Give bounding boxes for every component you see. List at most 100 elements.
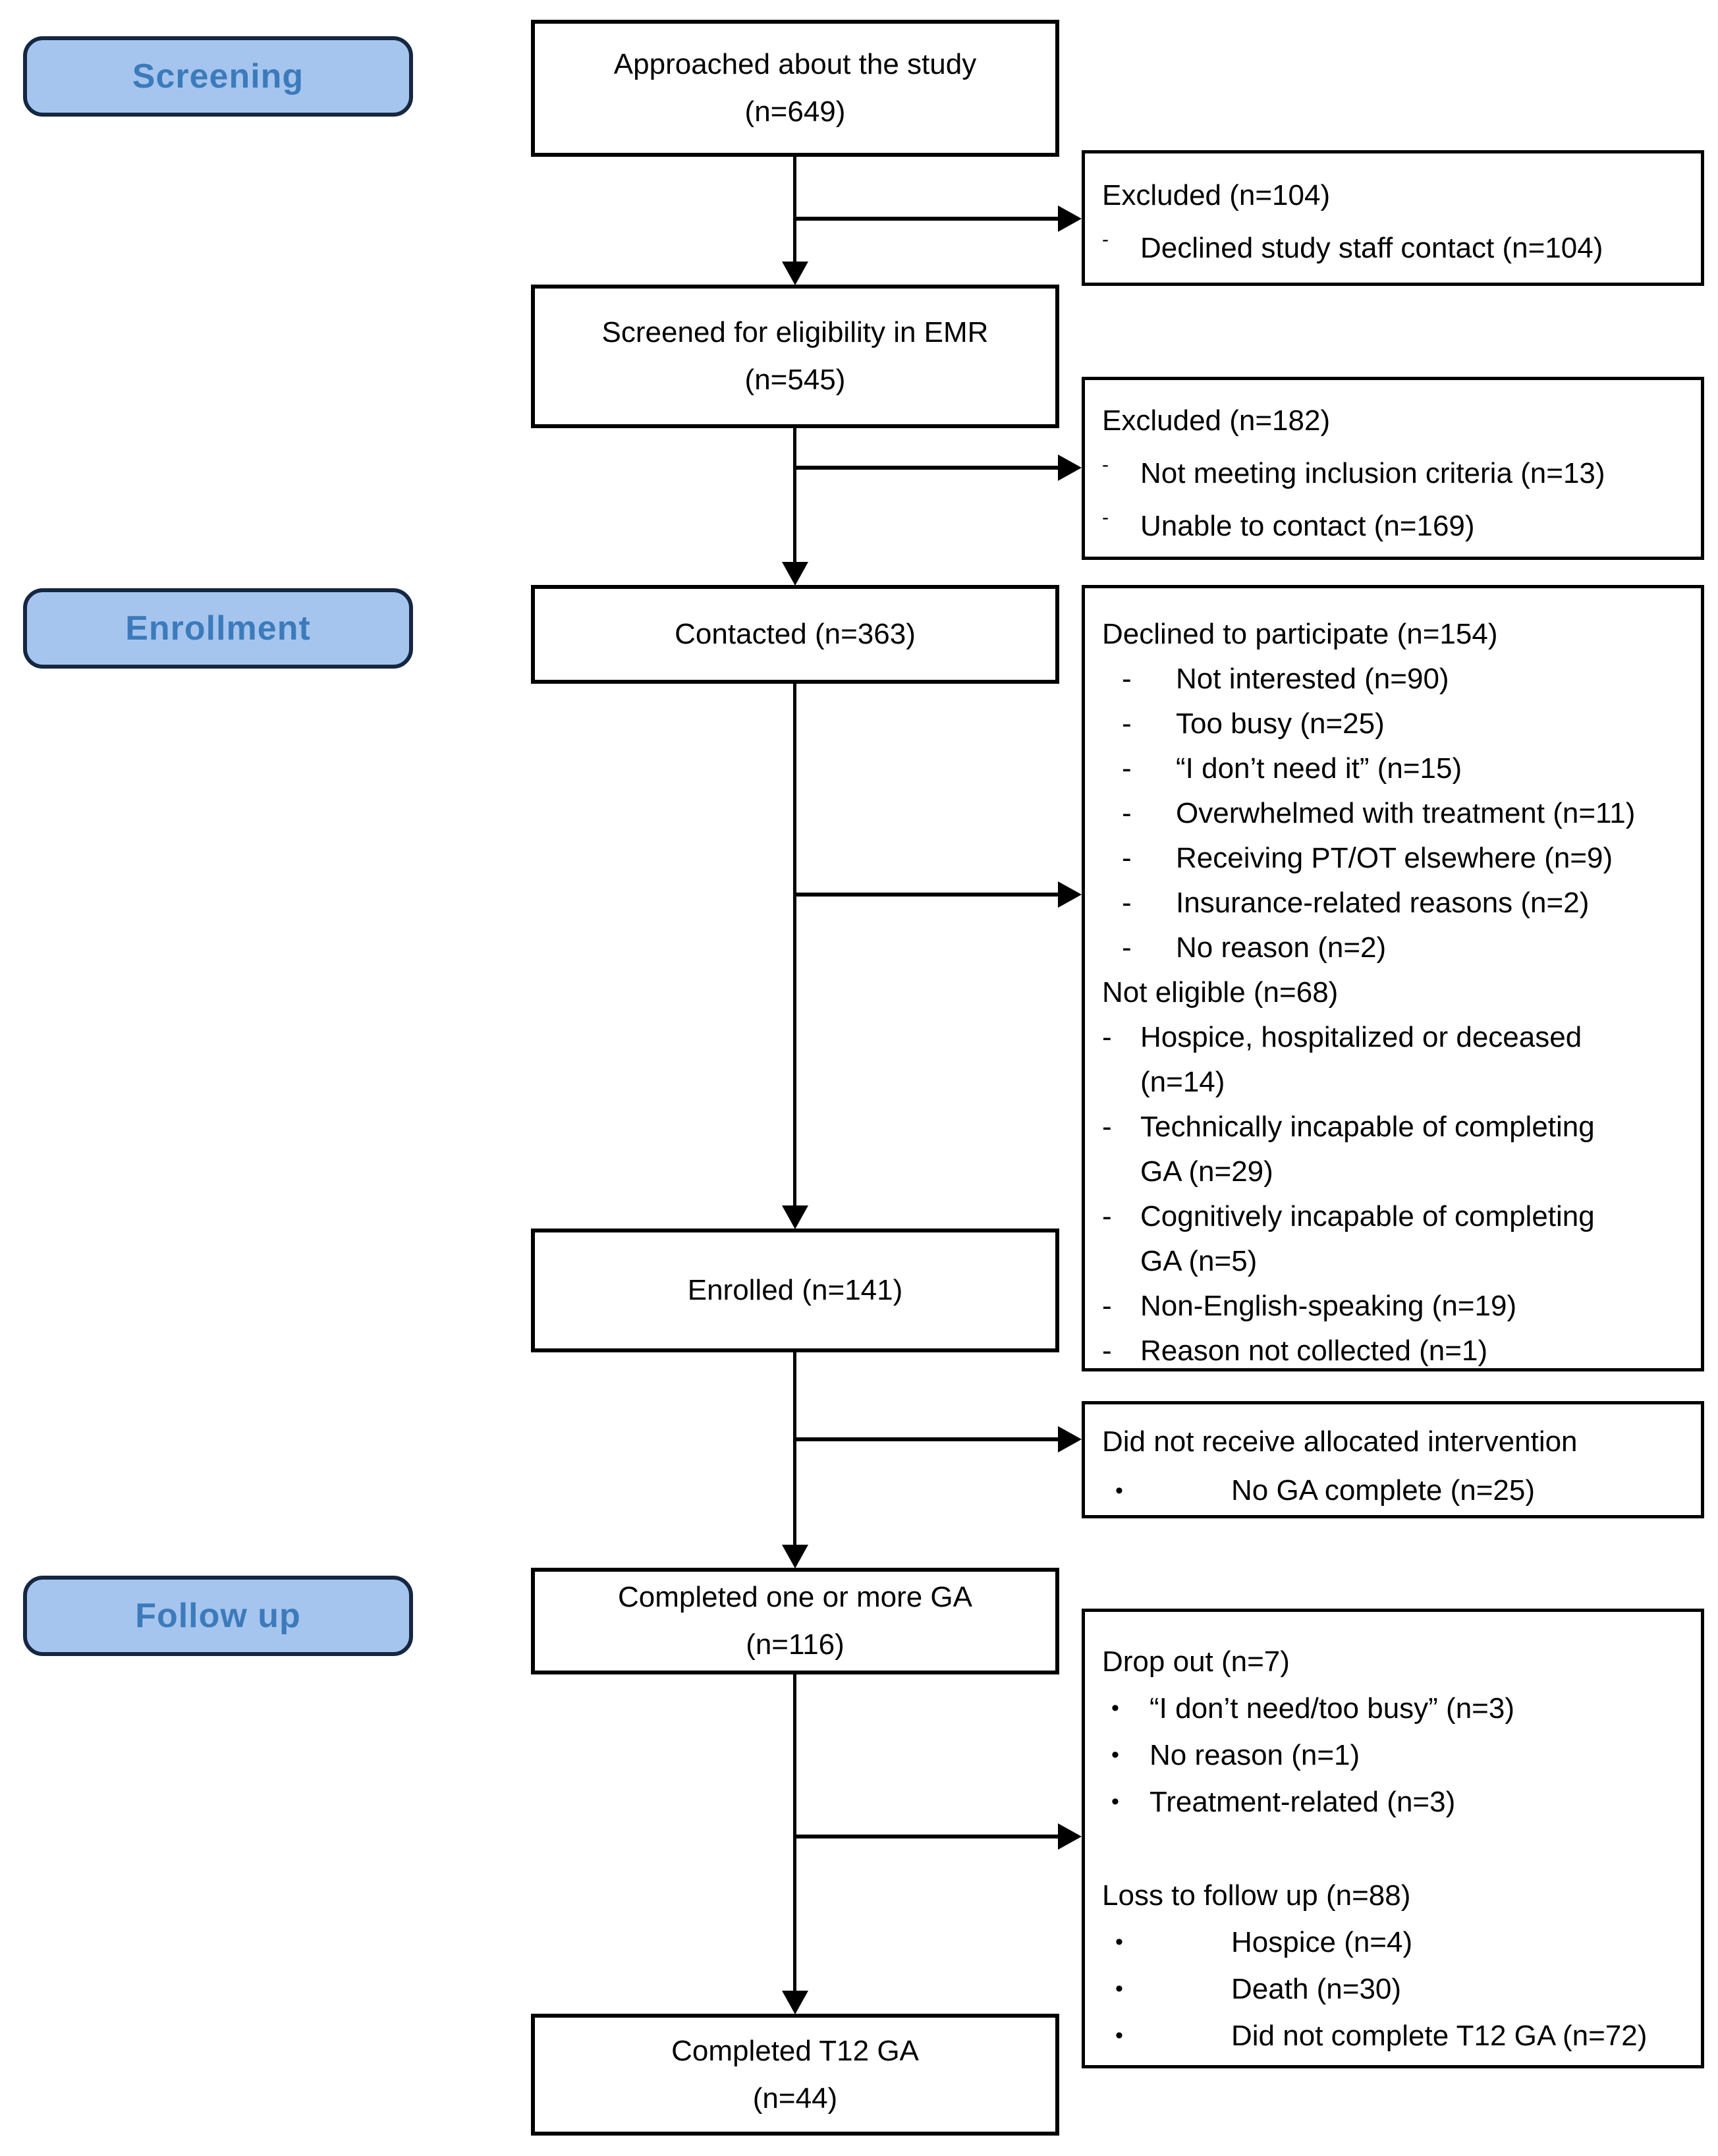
line-text: (n=14) [1140,1066,1225,1098]
line-text: GA (n=29) [1140,1155,1273,1188]
dash-bullet: - [1122,887,1132,919]
box-line: - Not meeting inclusion criteria (n=13) [1102,447,1694,500]
box-line: Screened for eligibility in EMR [601,316,989,348]
box-line: (n=14) [1102,1060,1694,1105]
stage-pill-screening: Screening [23,36,413,117]
box-line: •No GA complete (n=25) [1102,1466,1694,1515]
connector-approached-to-screened [793,157,796,263]
box-line: -Declined study staff contact (n=104) [1102,222,1694,275]
branch-line-no-intervention [794,1437,1058,1441]
dot-bullet: • [1115,1976,1123,2001]
branch-line-excluded-screening [794,466,1058,470]
line-text: Drop out (n=7) [1102,1645,1290,1678]
box-line: - Insurance-related reasons (n=2) [1102,881,1694,926]
line-text: Excluded (n=182) [1102,404,1331,437]
dash-bullet: - [1122,752,1132,785]
arrowhead-right-excluded-screening [1058,455,1082,481]
branch-line-declined [794,893,1058,897]
line-text: No reason (n=2) [1176,931,1387,964]
stage-label-enrollment: Enrollment [125,609,311,648]
dot-bullet: • [1111,1742,1119,1767]
dash-bullet: - [1102,1290,1112,1322]
box-line: -Cognitively incapable of completing [1102,1194,1694,1239]
arrowhead-down-enrolled [782,1205,808,1229]
dash-bullet: - [1122,797,1132,829]
dash-bullet: - [1102,1021,1112,1053]
line-text: Receiving PT/OT elsewhere (n=9) [1176,842,1613,874]
dot-bullet: • [1115,2023,1123,2048]
box-line: -Unable to contact (n=169) [1102,500,1694,553]
line-text: Reason not collected (n=1) [1140,1335,1488,1367]
flow-box-enrolled: Enrolled (n=141) [531,1229,1059,1352]
box-line: Completed T12 GA [671,2034,919,2067]
dash-bullet: - [1122,707,1132,740]
flow-box-completed-ga: Completed one or more GA (n=116) [531,1568,1059,1674]
line-text: GA (n=5) [1140,1245,1258,1277]
box-line: - Receiving PT/OT elsewhere (n=9) [1102,836,1694,881]
box-line: - No reason (n=2) [1102,926,1694,970]
dot-bullet: • [1115,1929,1123,1954]
line-text: “I don’t need/too busy” (n=3) [1150,1692,1514,1725]
dash-bullet: - [1102,1200,1112,1232]
stage-pill-enrollment: Enrollment [23,588,413,669]
box-line: Approached about the study [613,48,977,80]
dash-bullet: - [1122,663,1132,695]
dash-bullet: - [1102,229,1109,250]
line-text: Non-English-speaking (n=19) [1140,1290,1517,1322]
box-line: Drop out (n=7) [1102,1638,1694,1685]
side-box-excluded-approach: Excluded (n=104) -Declined study staff co… [1082,150,1704,286]
line-text: Did not receive allocated intervention [1102,1425,1578,1458]
line-text: Overwhelmed with treatment (n=11) [1176,797,1636,829]
line-text: Unable to contact (n=169) [1140,510,1475,542]
box-line: GA (n=5) [1102,1239,1694,1284]
dash-bullet: - [1102,454,1109,476]
box-line: Declined to participate (n=154) [1102,612,1694,657]
dot-bullet: • [1111,1696,1119,1721]
box-line: -Non-English-speaking (n=19) [1102,1284,1694,1329]
dot-bullet: • [1111,1789,1119,1814]
box-line: Completed one or more GA [617,1581,973,1613]
dash-bullet: - [1122,931,1132,964]
stage-label-followup: Follow up [135,1597,301,1635]
line-text: No GA complete (n=25) [1231,1474,1536,1506]
connector-contacted-to-enrolled [793,684,796,1207]
line-text: Too busy (n=25) [1176,707,1385,740]
box-line: (n=116) [746,1628,845,1661]
line-text: Excluded (n=104) [1102,179,1331,211]
connector-enrolled-to-completed-ga [793,1351,796,1547]
box-line: - Overwhelmed with treatment (n=11) [1102,791,1694,836]
line-text: Loss to follow up (n=88) [1102,1879,1411,1912]
line-text: “I don’t need it” (n=15) [1176,752,1462,785]
line-text: Technically incapable of completing [1140,1111,1595,1143]
flow-box-contacted: Contacted (n=363) [531,585,1059,684]
side-box-declined-not-eligible: Declined to participate (n=154) - Not inte… [1082,585,1704,1371]
dash-bullet: - [1102,1335,1112,1367]
box-line: • Death (n=30) [1102,1966,1694,2012]
box-line: GA (n=29) [1102,1149,1694,1194]
dash-bullet: - [1122,842,1132,874]
box-line: -Technically incapable of completing [1102,1105,1694,1149]
connector-screened-to-contacted [793,427,796,564]
line-text: Not interested (n=90) [1176,663,1449,695]
flow-box-approached: Approached about the study (n=649) [531,20,1059,157]
line-text: No reason (n=1) [1150,1738,1360,1771]
box-line: •Hospice (n=4) [1102,1919,1694,1966]
dash-bullet: - [1102,1111,1112,1143]
box-line: • Treatment-related (n=3) [1102,1779,1694,1825]
box-line: (n=545) [744,364,846,396]
box-line: Contacted (n=363) [675,618,916,650]
line-text: Insurance-related reasons (n=2) [1176,887,1590,919]
branch-line-excluded-approach [794,217,1058,221]
line-text: Death (n=30) [1231,1972,1402,2005]
branch-line-dropout-loss [794,1835,1058,1838]
box-line: (n=44) [752,2082,838,2115]
line-text: Did not complete T12 GA (n=72) [1231,2019,1648,2052]
line-text: Treatment-related (n=3) [1150,1785,1456,1818]
box-line: • “I don’t need/too busy” (n=3) [1102,1685,1694,1732]
line-text: Cognitively incapable of completing [1140,1200,1595,1232]
stage-label-screening: Screening [132,57,304,96]
flow-box-completed-t12: Completed T12 GA (n=44) [531,2014,1059,2136]
line-text: Not meeting inclusion criteria (n=13) [1140,457,1605,489]
box-line: Not eligible (n=68) [1102,970,1694,1015]
box-line: (n=649) [744,96,846,128]
